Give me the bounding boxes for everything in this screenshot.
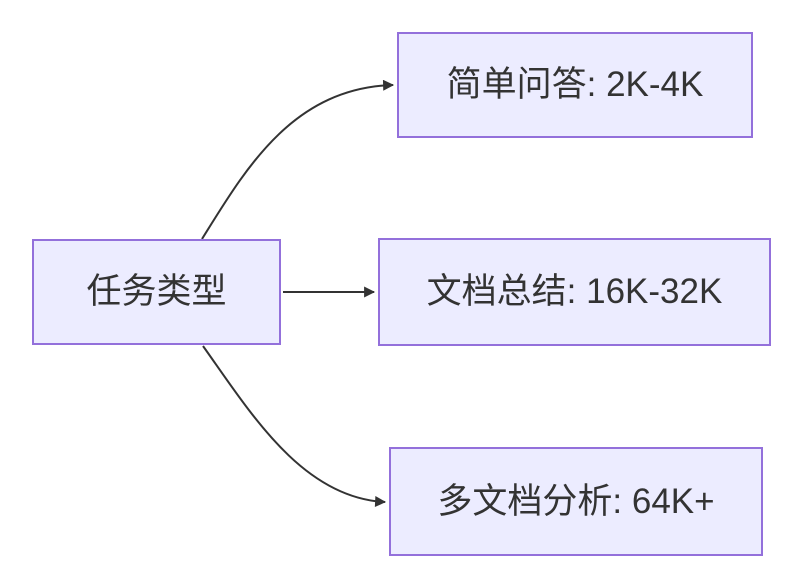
node-doc-summary: 文档总结: 16K-32K bbox=[378, 238, 771, 346]
edge-root-to-bottom bbox=[202, 345, 387, 508]
node-task-type-label: 任务类型 bbox=[86, 272, 227, 311]
node-multi-doc-analysis-label: 多文档分析: 64K+ bbox=[437, 481, 715, 521]
node-task-type: 任务类型 bbox=[32, 239, 281, 345]
edge-root-to-top bbox=[201, 79, 395, 240]
node-simple-qa-label: 简单问答: 2K-4K bbox=[446, 65, 704, 104]
node-multi-doc-analysis: 多文档分析: 64K+ bbox=[389, 447, 763, 556]
node-doc-summary-label: 文档总结: 16K-32K bbox=[426, 272, 723, 311]
node-simple-qa: 简单问答: 2K-4K bbox=[397, 32, 753, 138]
